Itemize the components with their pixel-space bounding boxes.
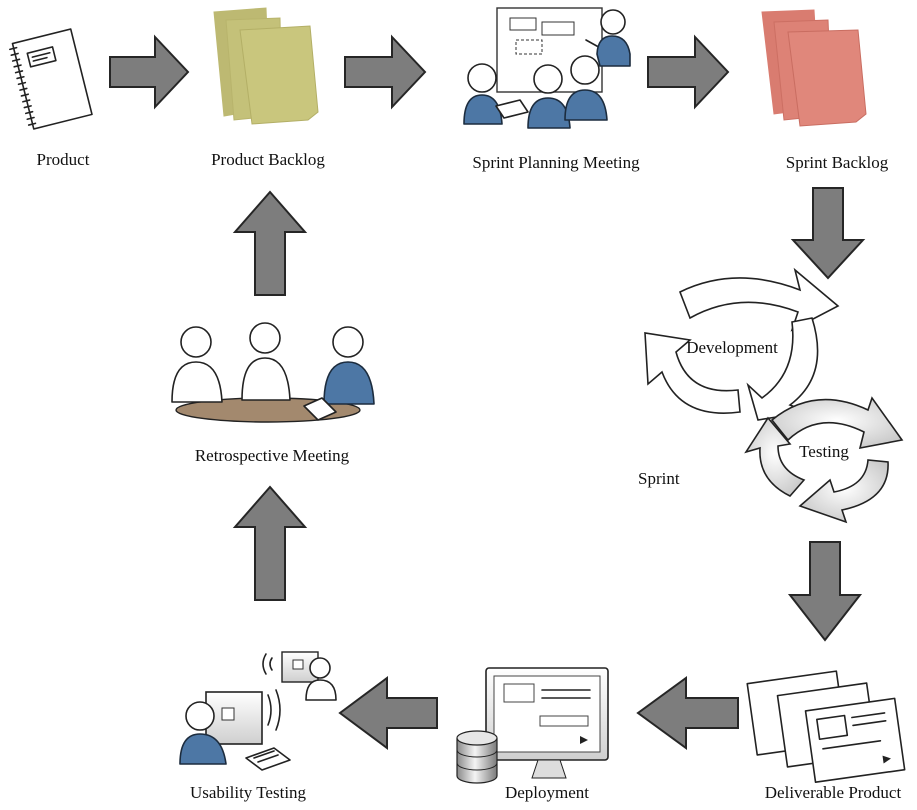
label-retrospective-meeting: Retrospective Meeting [194,446,350,465]
label-development: Development [686,338,778,357]
arrow-sprint-backlog-to-sprint [790,187,866,280]
label-sprint: Sprint [638,469,680,488]
label-deployment: Deployment [504,783,590,802]
arrow-retrospective-to-backlog [232,190,308,296]
arrow-sprint-to-deliverable [787,541,863,642]
label-usability-testing: Usability Testing [189,783,307,802]
arrow-usability-to-retrospective [232,485,308,601]
label-product: Product [36,150,90,169]
label-testing: Testing [799,442,849,461]
arrow-planning-to-sprint-backlog [647,34,730,110]
deployment-monitor-icon [485,667,609,779]
sprint-backlog-cards-icon [761,9,867,127]
development-cycle-icon [644,267,840,421]
deliverable-product-icon [746,670,906,784]
product-backlog-cards-icon [213,7,319,125]
arrow-deliverable-to-deployment [636,676,739,750]
arrow-product-to-backlog [109,34,190,110]
label-sprint-planning-meeting: Sprint Planning Meeting [472,153,640,172]
usability-testing-icon [179,651,337,771]
arrow-backlog-to-planning [344,34,427,110]
label-sprint-backlog: Sprint Backlog [785,153,889,172]
sprint-planning-meeting-icon [463,7,631,129]
arrow-deployment-to-usability [338,676,438,750]
label-product-backlog: Product Backlog [211,150,325,169]
database-icon [456,730,498,784]
retrospective-meeting-icon [171,322,375,423]
testing-cycle-icon [744,396,904,524]
product-notebook-icon [9,28,93,130]
label-deliverable-product: Deliverable Product [764,783,902,802]
